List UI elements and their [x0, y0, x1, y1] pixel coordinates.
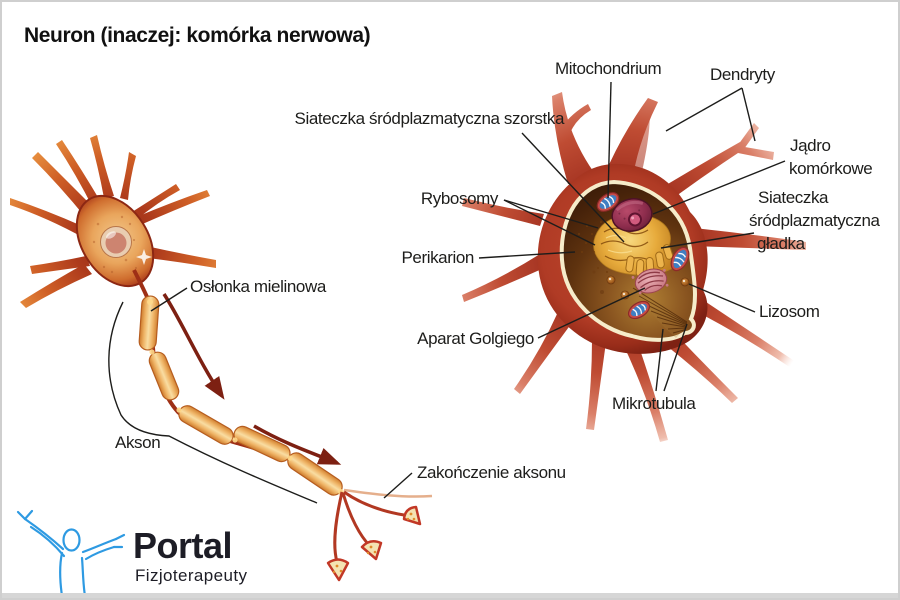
leader-aparat-golgiego [537, 287, 646, 339]
page-title: Neuron (inaczej: komórka nerwowa) [24, 24, 370, 47]
leader-mitochondrium [607, 81, 612, 199]
left-soma [75, 194, 155, 288]
node-glints [147, 299, 344, 495]
nucleolus [627, 212, 642, 227]
axon-terminals [326, 488, 433, 582]
myelin-sheath [138, 295, 343, 496]
rough-er [593, 214, 677, 276]
label-oslonka-mielinowa: Osłonka mielinowa [190, 277, 327, 296]
nucleus [611, 198, 653, 232]
bottom-border-strip [2, 593, 898, 598]
leader-dendryty-2 [741, 87, 756, 142]
left-neuron [10, 135, 433, 582]
right-neuron-soma [462, 92, 806, 442]
left-nucleus [100, 226, 132, 258]
leader-rybosomy-1 [503, 199, 599, 229]
mitochondrion-2 [670, 246, 690, 272]
leader-siateczka-szorstka [521, 132, 625, 243]
mitochondrion-3 [627, 300, 651, 320]
leader-mikrotubula-1 [655, 328, 664, 392]
terminal-boutons [326, 505, 422, 582]
leader-akson-bracket [108, 301, 318, 504]
leader-dendryty-1 [665, 87, 743, 132]
leader-jadro [652, 160, 786, 215]
leader-oslonka [150, 287, 188, 312]
label-gladka-line3: gładka [757, 234, 806, 253]
logo-subtitle: Fizjoterapeuty [135, 566, 247, 585]
logo-name: Portal [133, 525, 232, 566]
microtubules [632, 287, 688, 338]
label-jadro-line1: Jądro [790, 136, 831, 155]
label-lizosom: Lizosom [759, 302, 820, 321]
label-akson: Akson [115, 433, 160, 452]
mitochondrion-1 [596, 192, 620, 212]
label-aparat-golgiego: Aparat Golgiego [417, 329, 534, 348]
leader-mikrotubula-2 [663, 323, 688, 392]
label-dendryty: Dendryty [710, 65, 776, 84]
leader-lizosom [688, 283, 756, 313]
label-mitochondrium: Mitochondrium [555, 59, 662, 78]
signal-arrows [162, 293, 342, 465]
label-siateczka-szorstka: Siateczka śródplazmatyczna szorstka [295, 109, 565, 128]
label-mikrotubula: Mikrotubula [612, 394, 696, 413]
leader-zakonczenie [383, 472, 413, 499]
sparkle [136, 249, 152, 265]
logo: Portal Fizjoterapeuty [16, 509, 247, 593]
raised-arms-person-icon [16, 509, 126, 593]
label-gladka-line2: śródplazmatyczna [749, 211, 881, 230]
leader-rybosomy-2 [503, 199, 596, 246]
labels: Neuron (inaczej: komórka nerwowa) Mitoch… [24, 24, 881, 482]
left-dendrites [10, 135, 216, 308]
leader-lines [108, 81, 786, 504]
leader-siateczka-gladka [660, 232, 755, 249]
leader-perikarion [478, 251, 576, 259]
label-jadro-line2: komórkowe [789, 159, 872, 178]
label-perikarion: Perikarion [401, 248, 474, 267]
label-zakonczenie-aksonu: Zakończenie aksonu [417, 463, 566, 482]
golgi-apparatus [631, 268, 669, 295]
label-gladka-line1: Siateczka [758, 188, 829, 207]
label-rybosomy: Rybosomy [421, 189, 499, 208]
